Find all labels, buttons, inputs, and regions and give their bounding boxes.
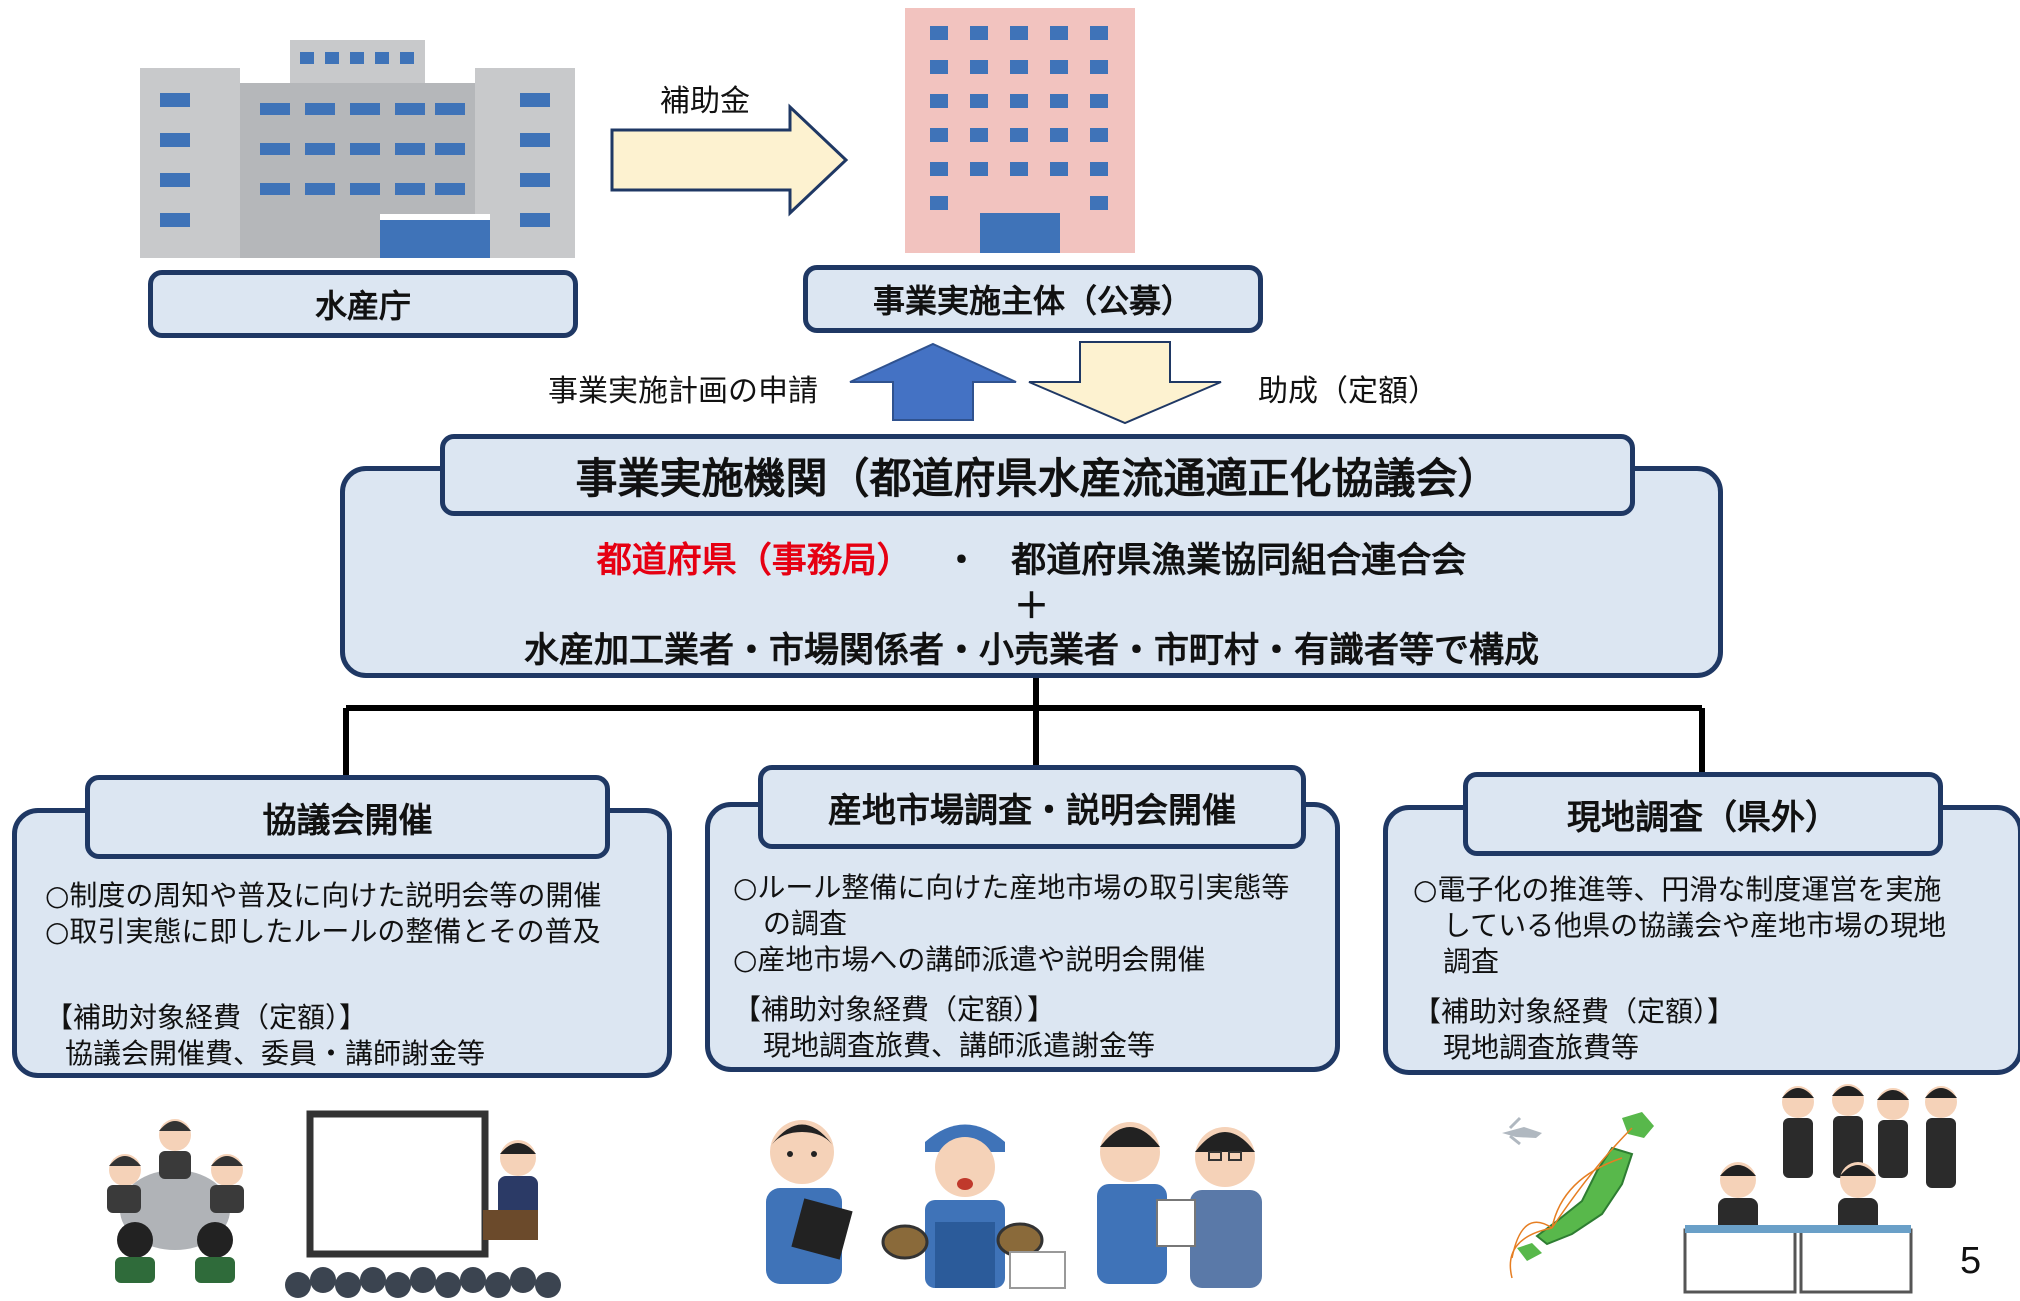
activity-item: ○産地市場への講師派遣や説明会開催 xyxy=(733,943,1206,976)
staff-office-illustration-icon xyxy=(1683,1084,1957,1294)
organization-line1: 都道府県（事務局） ・ 都道府県漁業協同組合連合会 xyxy=(340,532,1723,583)
activity-item: 調査 xyxy=(1443,945,1500,978)
activity-item: ○制度の周知や普及に向けた説明会等の開催 xyxy=(45,879,602,912)
grant-arrow-down xyxy=(1028,341,1222,425)
expense-title: 【補助対象経費（定額）】 xyxy=(45,1001,368,1034)
office-building-icon xyxy=(905,8,1135,253)
organization-title: 事業実施機関（都道府県水産流通適正化協議会） xyxy=(575,453,1500,503)
agency-label: 水産庁 xyxy=(314,287,411,325)
handshake-illustration-icon xyxy=(1097,1122,1262,1288)
implementer-label: 事業実施主体（公募） xyxy=(872,282,1193,320)
plus-sign: ＋ xyxy=(1013,587,1049,627)
apply-arrow-label: 事業実施計画の申請 xyxy=(548,374,818,409)
activity-text-field-survey: ○電子化の推進等、円滑な制度運営を実施 している他県の協議会や産地市場の現地 調… xyxy=(1413,872,1946,1066)
activity-text-council: ○制度の周知や普及に向けた説明会等の開催 ○取引実態に即したルールの整備とその普… xyxy=(45,878,601,1072)
agency-label-box: 水産庁 xyxy=(148,270,578,338)
subsidy-arrow-label: 補助金 xyxy=(660,84,750,119)
separator-dot: ・ xyxy=(943,541,979,581)
activity-item: ○ルール整備に向けた産地市場の取引実態等 xyxy=(733,871,1290,904)
activity-item: ○取引実態に即したルールの整備とその普及 xyxy=(45,915,601,948)
expense-detail: 現地調査旅費等 xyxy=(1443,1031,1640,1064)
subsidy-arrow xyxy=(610,103,849,217)
activity-title-market-survey: 産地市場調査・説明会開催 xyxy=(828,790,1236,831)
fisherman-illustration-icon xyxy=(881,1124,1066,1289)
expense-title: 【補助対象経費（定額）】 xyxy=(1413,995,1736,1028)
activity-item: の調査 xyxy=(763,907,848,940)
market-survey-illustration-icon xyxy=(766,1120,853,1284)
activity-text-market-survey: ○ルール整備に向けた産地市場の取引実態等 の調査 ○産地市場への講師派遣や説明会… xyxy=(733,870,1289,1064)
grant-arrow-label: 助成（定額） xyxy=(1258,374,1438,409)
federation-label: 都道府県漁業協同組合連合会 xyxy=(1011,541,1467,581)
expense-detail: 現地調査旅費、講師派遣謝金等 xyxy=(763,1029,1156,1062)
apply-arrow-up xyxy=(849,342,1017,421)
activity-title-box-council: 協議会開催 xyxy=(85,775,610,859)
meeting-illustration-icon xyxy=(107,1119,244,1283)
secretariat-label: 都道府県（事務局） xyxy=(596,541,912,581)
activity-title-box-market-survey: 産地市場調査・説明会開催 xyxy=(758,765,1306,849)
expense-title: 【補助対象経費（定額）】 xyxy=(733,993,1056,1026)
presentation-illustration-icon xyxy=(285,1110,561,1298)
organization-title-box: 事業実施機関（都道府県水産流通適正化協議会） xyxy=(440,434,1635,516)
activity-item: している他県の協議会や産地市場の現地 xyxy=(1443,909,1947,942)
activity-item: ○電子化の推進等、円滑な制度運営を実施 xyxy=(1413,873,1942,906)
activity-title-council: 協議会開催 xyxy=(262,800,433,841)
page-number: 5 xyxy=(1960,1240,1982,1282)
implementer-label-box: 事業実施主体（公募） xyxy=(803,265,1263,333)
government-building-icon xyxy=(140,40,575,258)
activity-title-field-survey: 現地調査（県外） xyxy=(1567,797,1839,838)
organization-members: 水産加工業者・市場関係者・小売業者・市町村・有識者等で構成 xyxy=(523,631,1539,671)
activity-title-box-field-survey: 現地調査（県外） xyxy=(1463,772,1943,856)
expense-detail: 協議会開催費、委員・講師謝金等 xyxy=(65,1037,486,1070)
japan-map-airplane-icon xyxy=(1502,1112,1654,1279)
